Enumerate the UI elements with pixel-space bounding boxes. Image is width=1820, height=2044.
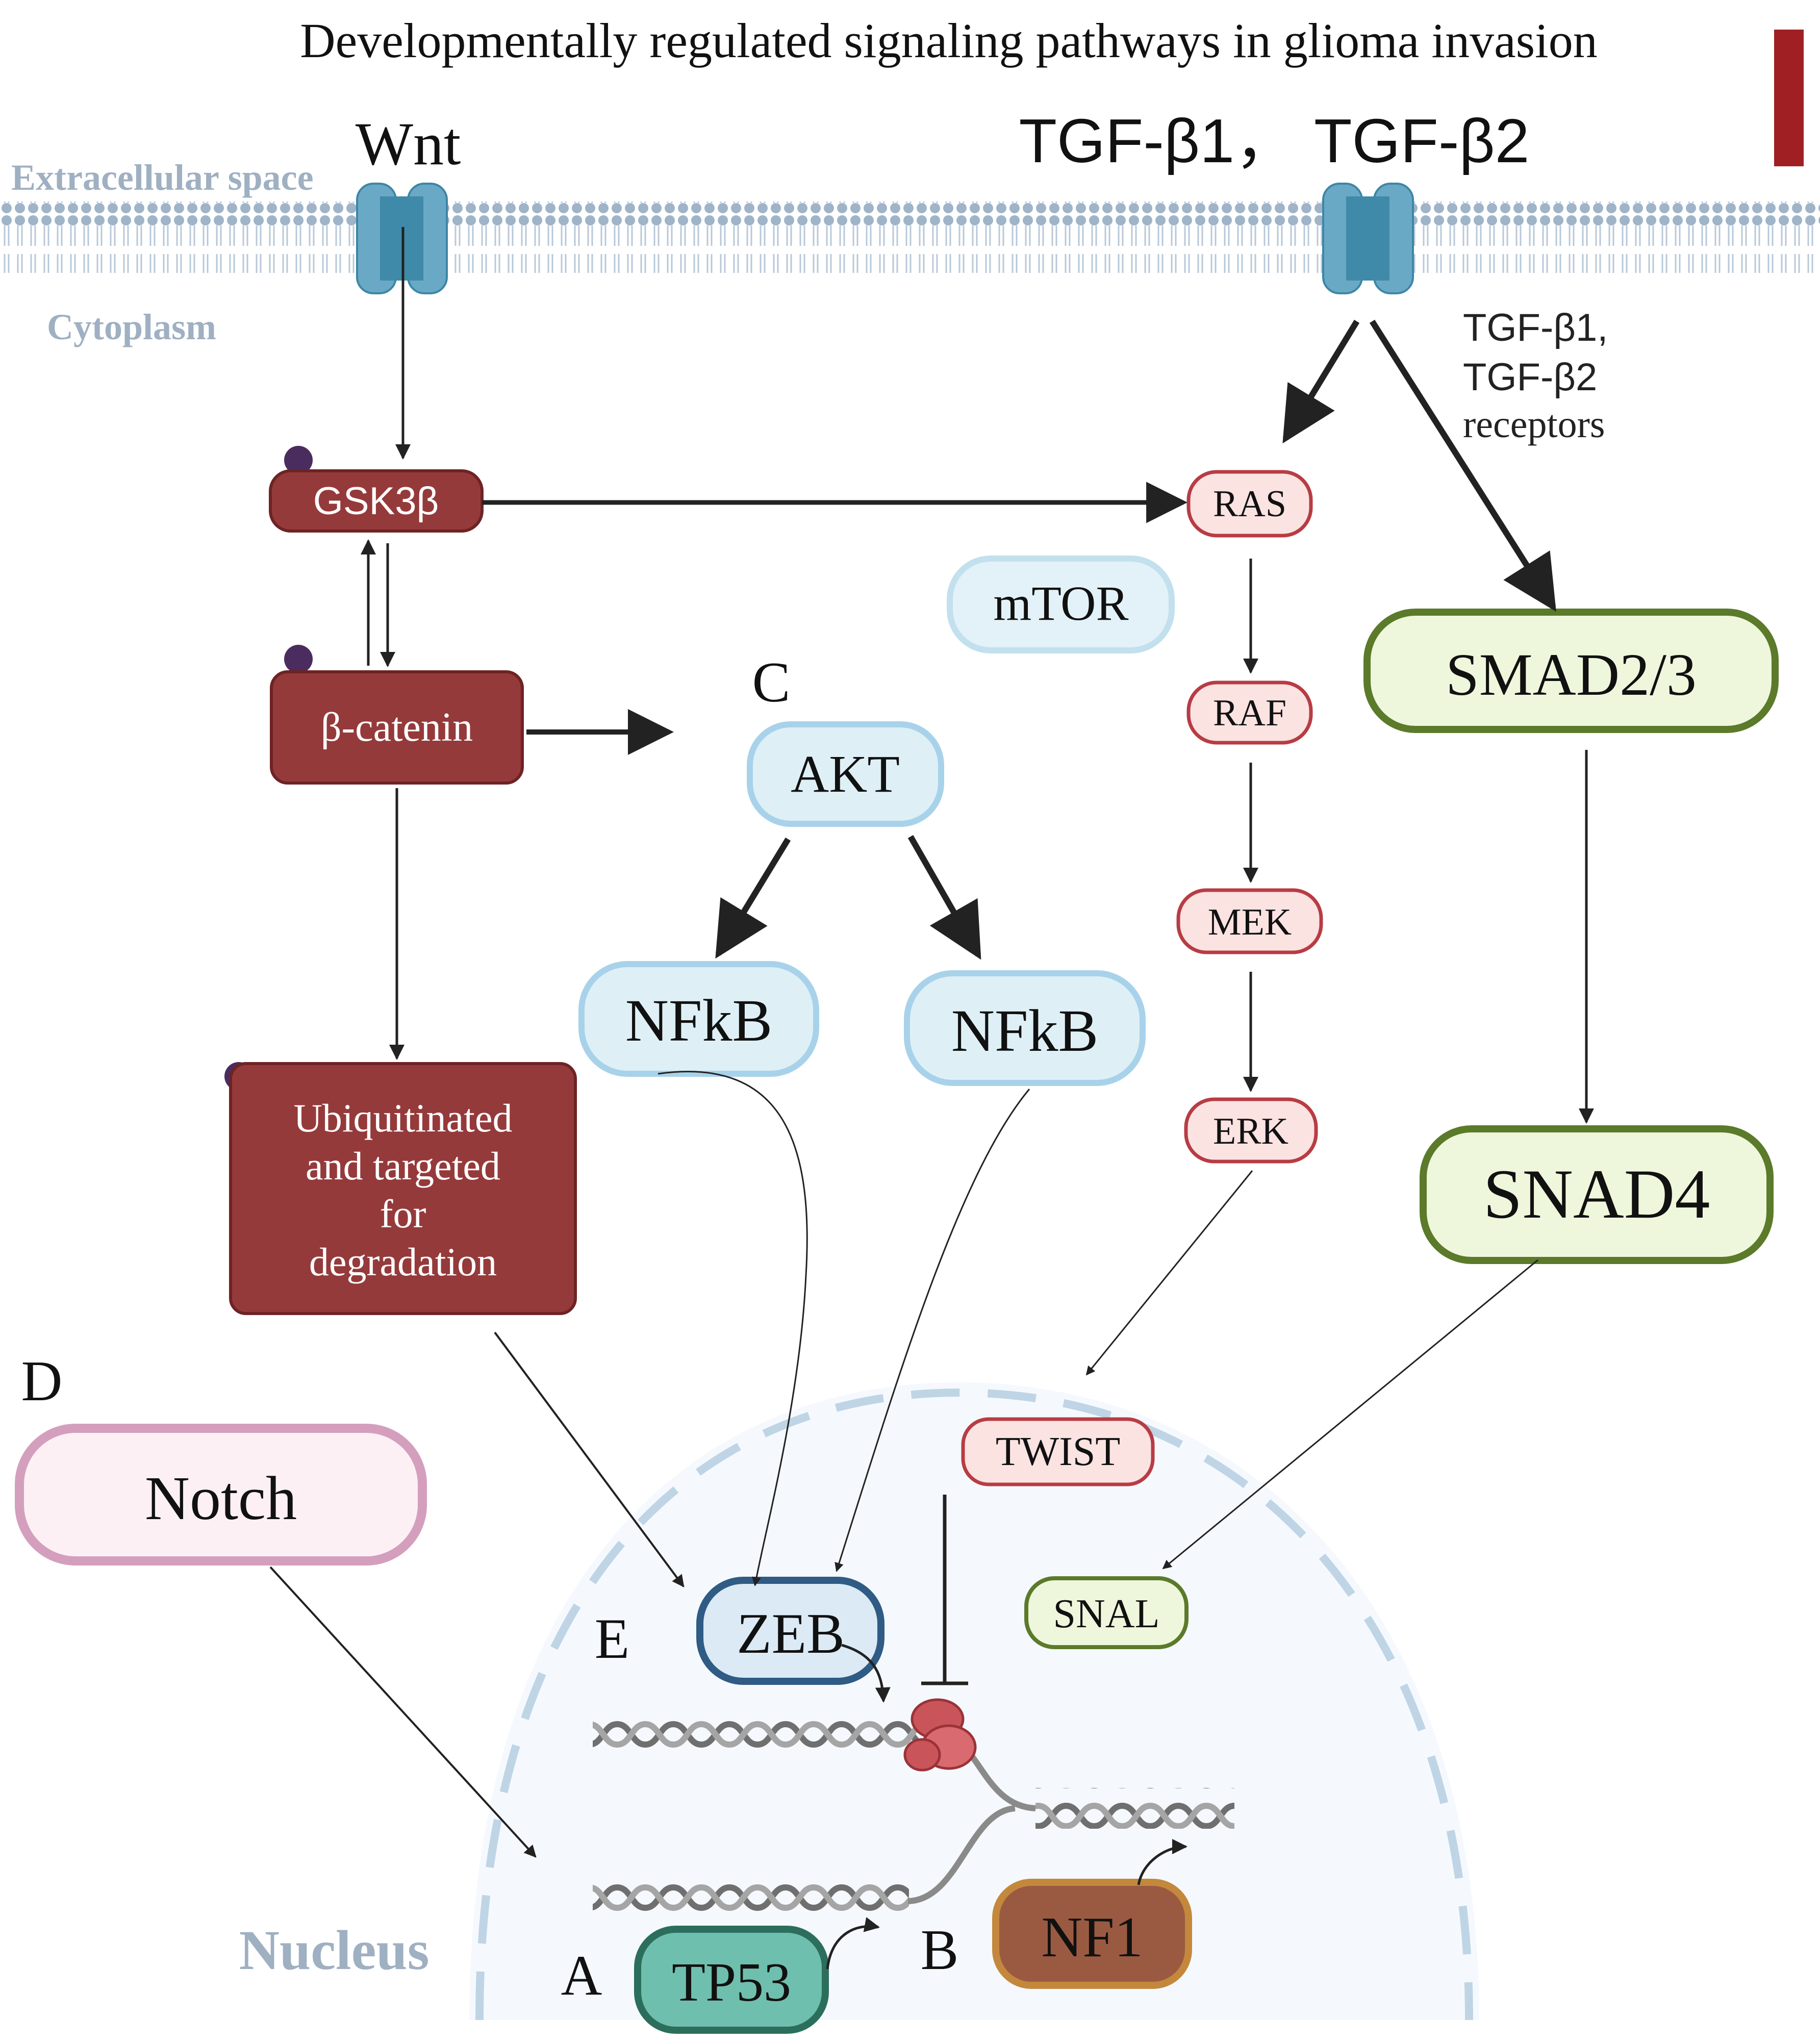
panel-letter-c: C (752, 651, 791, 714)
dna-connector-lower (907, 1805, 1016, 1904)
tgf-receptor-label-3: receptors (1463, 403, 1605, 446)
smad23-node (1363, 609, 1779, 733)
tgf-receptor-label-2: TGF-β2 (1463, 356, 1597, 399)
arrow-nf1-dna (1137, 1839, 1187, 1885)
nfkb-right-label: NFkB (951, 997, 1099, 1064)
tgf-receptor (1322, 183, 1414, 294)
tp53-label: TP53 (672, 1952, 791, 2013)
extracellular-label: Extracellular space (11, 157, 314, 198)
arrow-nfkb-left-zeb (658, 1071, 808, 1586)
zeb-node (696, 1577, 884, 1685)
arrow-tgf-ras (1282, 319, 1360, 444)
arrow-tgf-smad23 (1369, 319, 1556, 612)
mtor-node (947, 556, 1175, 653)
zeb-label: ZEB (737, 1602, 845, 1666)
nfkb-left-node (578, 961, 819, 1077)
twist-label: TWIST (996, 1429, 1120, 1474)
arrow-erk-twist (1085, 1170, 1253, 1376)
panel-letter-e: E (595, 1607, 629, 1671)
nucleus-label: Nucleus (239, 1919, 429, 1981)
nuclear-envelope-dashes (475, 1388, 1473, 2021)
mtor-label: mTOR (994, 576, 1129, 630)
phosphate-gsk3b (284, 446, 313, 474)
arrow-ubiq-zeb (494, 1331, 685, 1587)
panel-letter-d: D (21, 1350, 63, 1413)
ribosome-icon (903, 1698, 977, 1772)
notch-node (15, 1424, 427, 1566)
ras-label: RAS (1213, 483, 1286, 525)
ubiq-line-1: Ubiquitinated (294, 1096, 513, 1140)
arrow-snad4-snal (1162, 1259, 1538, 1570)
nf1-node (992, 1879, 1192, 1989)
bcatenin-label: β-catenin (321, 705, 473, 750)
smad23-label: SMAD2/3 (1446, 641, 1697, 708)
arrow-zeb-dna (841, 1644, 891, 1703)
mek-node (1176, 888, 1323, 954)
wnt-receptor (356, 183, 448, 294)
ubiq-line-4: degradation (309, 1240, 497, 1284)
snad4-node (1420, 1125, 1774, 1264)
ubiq-line-2: and targeted (306, 1144, 500, 1188)
raf-node (1186, 680, 1313, 745)
snal-node (1024, 1576, 1189, 1649)
nfkb-left-label: NFkB (625, 987, 773, 1054)
gsk3b-label: GSK3β (313, 480, 439, 523)
tgf-receptor-label-1: TGF-β1, (1463, 306, 1608, 349)
erk-label: ERK (1213, 1111, 1288, 1152)
akt-node (747, 721, 944, 827)
inhibition-twist-dna (921, 1495, 968, 1685)
arrow-nfkb-right-zeb (835, 1089, 1030, 1572)
tgf-ligand-label: TGF-β1， TGF-β2 (1019, 106, 1529, 175)
scale-bar (1774, 30, 1804, 166)
nfkb-right-node (904, 970, 1146, 1086)
panel-letter-b: B (921, 1919, 959, 1982)
cell-membrane (0, 201, 1820, 273)
twist-node (961, 1417, 1155, 1486)
arrow-akt-nfkb-right (907, 835, 981, 960)
dna-strand-upper (593, 1708, 929, 1749)
akt-label: AKT (791, 745, 900, 803)
notch-label: Notch (145, 1464, 297, 1533)
dna-strand-right (1035, 1788, 1234, 1829)
arrow-akt-nfkb-left (715, 837, 791, 959)
erk-node (1184, 1097, 1318, 1164)
tp53-node (634, 1926, 829, 2034)
arrow-tp53-dna (826, 1917, 880, 1970)
ras-node (1186, 470, 1313, 538)
ubiq-line-3: for (380, 1192, 426, 1236)
phosphate-bcatenin (284, 645, 313, 673)
diagram-title: Developmentally regulated signaling path… (300, 13, 1597, 68)
ubiquitinated-node (229, 1062, 577, 1315)
wnt-label: Wnt (356, 110, 461, 178)
mek-label: MEK (1208, 901, 1292, 943)
raf-label: RAF (1213, 692, 1286, 734)
nuclear-envelope (469, 1382, 1479, 2020)
arrow-notch-nucleus (269, 1566, 537, 1858)
snad4-label: SNAD4 (1483, 1155, 1710, 1233)
bcatenin-node (270, 670, 524, 785)
snal-label: SNAL (1053, 1592, 1160, 1636)
cytoplasm-label: Cytoplasm (47, 307, 216, 347)
nf1-label: NF1 (1041, 1906, 1143, 1969)
panel-letter-a: A (561, 1944, 602, 2007)
dna-strand-lower (593, 1881, 909, 1922)
